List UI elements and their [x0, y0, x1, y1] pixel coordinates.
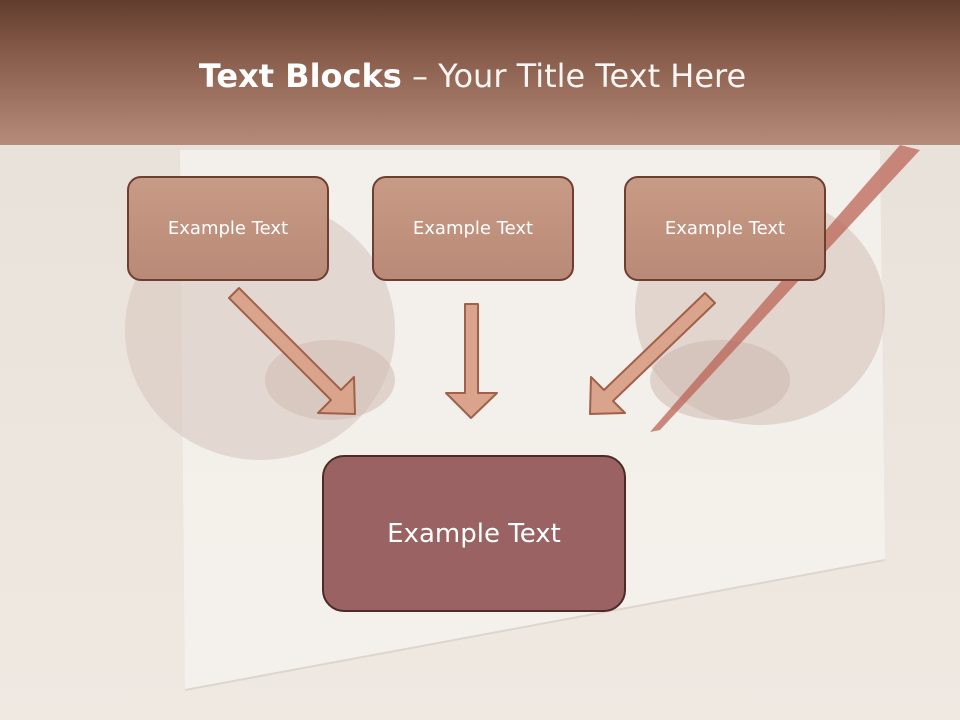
title-rest-text: Your Title Text Here: [438, 57, 747, 95]
slide-title: Text Blocks – Your Title Text Here: [0, 52, 945, 100]
text-block-3[interactable]: Example Text: [624, 176, 826, 281]
header-bar: [0, 0, 960, 145]
text-block-2-label: Example Text: [412, 218, 534, 239]
text-block-3-label: Example Text: [664, 218, 786, 239]
title-bold-text: Text Blocks: [198, 57, 402, 95]
text-block-1[interactable]: Example Text: [127, 176, 329, 281]
center-text-block-label: Example Text: [387, 518, 561, 549]
text-block-1-label: Example Text: [167, 218, 289, 239]
center-text-block[interactable]: Example Text: [322, 455, 626, 612]
text-block-2[interactable]: Example Text: [372, 176, 574, 281]
title-dash: –: [401, 57, 439, 95]
